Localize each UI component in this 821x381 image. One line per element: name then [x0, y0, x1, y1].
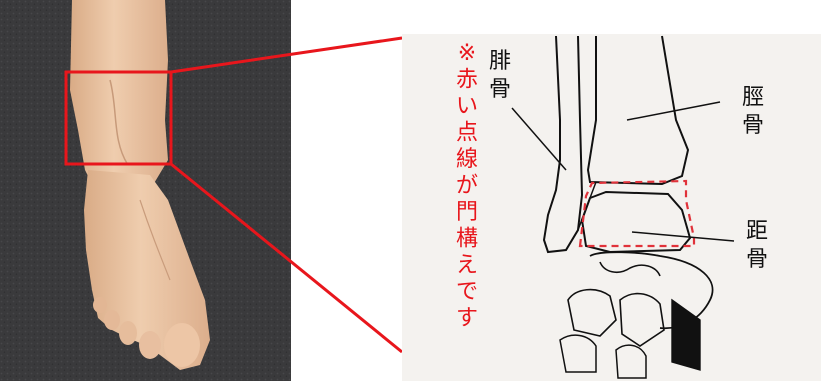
label-fibula-1: 腓 [489, 49, 511, 74]
note-char: す [456, 306, 478, 331]
ankle-highlight-box [64, 70, 173, 166]
note-char: 構 [456, 227, 478, 252]
tibia-bone [586, 35, 690, 186]
note-char: 点 [456, 121, 478, 146]
label-talus-1: 距 [746, 219, 768, 244]
bone-sketch [402, 34, 821, 381]
note-char: 門 [456, 200, 478, 225]
fibula-bone [542, 35, 584, 254]
note-char: で [456, 280, 478, 305]
zoom-connector-top [170, 36, 403, 74]
label-fibula-2: 骨 [489, 77, 511, 102]
toe-big [164, 323, 200, 367]
toe-3 [119, 321, 137, 345]
note-char: ※ [458, 41, 476, 66]
note-char: 赤 [456, 68, 478, 93]
zoom-connector-bottom [170, 162, 403, 354]
note-char: え [456, 253, 478, 278]
talus-bone [580, 190, 692, 254]
fibula-leader [511, 107, 567, 171]
note-char: が [456, 174, 478, 199]
toe-2 [139, 331, 161, 359]
note-char: 線 [456, 147, 478, 172]
mortise-dashed-outline [578, 179, 696, 248]
talus-leader [631, 231, 735, 242]
toe-4 [104, 310, 120, 330]
label-tibia-1: 脛 [742, 85, 764, 110]
label-talus-2: 骨 [746, 247, 768, 272]
toe-5 [93, 297, 107, 313]
label-tibia-2: 骨 [742, 113, 764, 138]
note-char: い [456, 94, 478, 119]
foot-photo [0, 0, 291, 381]
tibia-leader [626, 101, 721, 121]
